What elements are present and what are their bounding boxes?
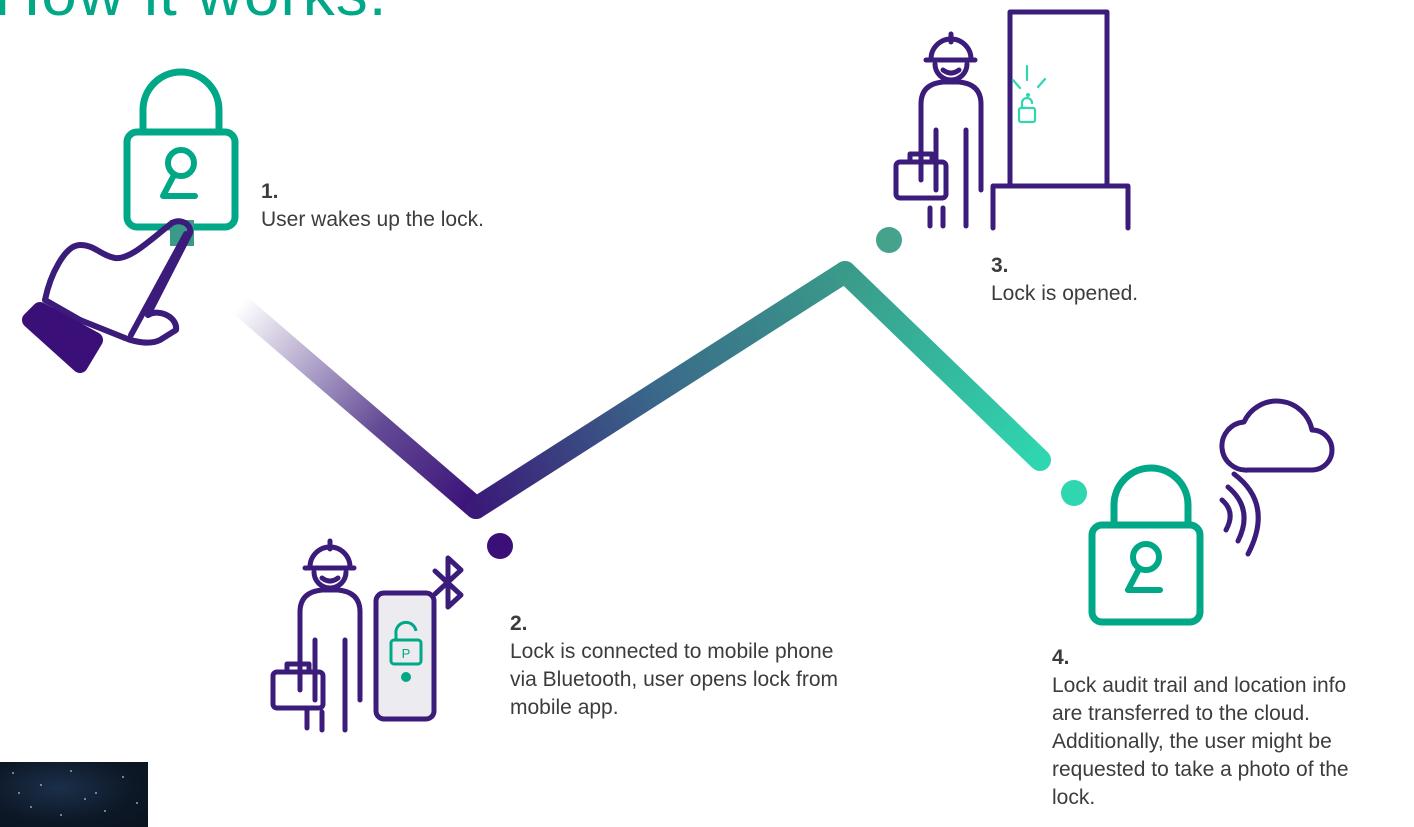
cloud-icon [1219,398,1335,473]
step-3-text: Lock is opened. [991,282,1139,305]
padlock-icon [1088,464,1204,626]
step-3-dot [876,227,902,253]
page-title: How it works: [0,0,388,30]
step-1-text: User wakes up the lock. [261,208,484,231]
step-2-dot [487,533,513,559]
step-4-text: Lock audit trail and location info are t… [1052,674,1349,809]
wireless-signal-icon [1219,471,1261,557]
step-2-text: Lock is connected to mobile phone via Bl… [510,640,839,719]
svg-text:P: P [402,646,411,661]
step-4-number: 4. [1052,646,1070,669]
step-1-caption: 1. User wakes up the lock. [261,178,581,234]
step-3-caption: 3. Lock is opened. [991,252,1291,308]
step-4-caption: 4. Lock audit trail and location info ar… [1052,644,1352,812]
progress-path [229,261,1051,519]
step-3-number: 3. [991,254,1009,277]
step-1-number: 1. [261,180,279,203]
smartphone-icon: P [373,590,437,722]
bluetooth-icon [432,555,464,610]
step-2-number: 2. [510,612,528,635]
door-icon [990,9,1131,231]
worker-icon [893,31,984,229]
unlocked-padlock-icon [1011,64,1047,124]
step-4-dot [1061,480,1087,506]
step-2-caption: 2. Lock is connected to mobile phone via… [510,610,840,722]
worker-icon [270,538,363,733]
hand-cuff [22,302,103,373]
starfield-image [0,762,148,827]
